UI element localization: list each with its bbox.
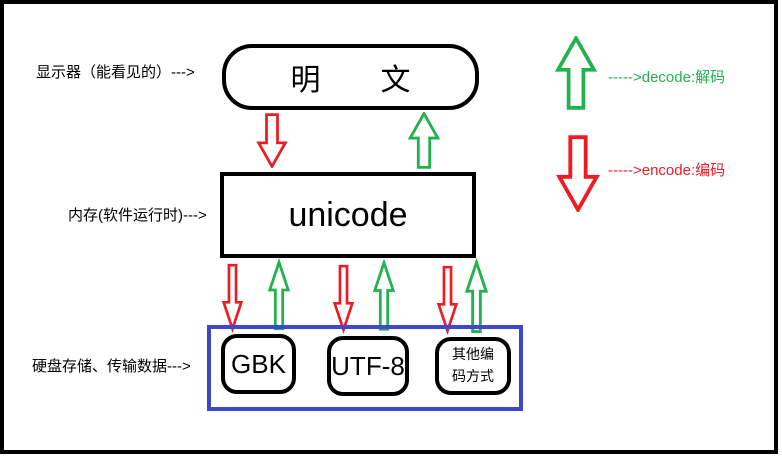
legend-encode-arrow-icon — [556, 135, 600, 212]
storage-group-box — [207, 325, 523, 411]
unicode-label: unicode — [288, 195, 408, 234]
gbk-box: GBK — [221, 334, 296, 394]
legend-decode-label: ----->decode:解码 — [608, 69, 726, 86]
label-display: 显示器（能看见的）---> — [36, 64, 195, 81]
encode-arrow-icon — [436, 265, 459, 336]
utf8-label: UTF-8 — [331, 350, 405, 381]
label-disk: 硬盘存储、传输数据---> — [32, 358, 191, 375]
label-memory: 内存(软件运行时)---> — [68, 207, 207, 224]
plaintext-label: 明 文 — [290, 64, 411, 97]
decode-arrow-icon — [464, 258, 489, 334]
plaintext-box: 明 文 — [222, 44, 479, 110]
encode-arrow-icon — [221, 263, 244, 334]
legend-encode-label: ----->encode:编码 — [608, 162, 726, 179]
encode-arrow-icon — [256, 113, 288, 168]
decode-arrow-icon — [372, 258, 396, 331]
other-encoding-line1: 其他编 — [452, 346, 494, 363]
other-encoding-box: 其他编 码方式 — [435, 337, 511, 395]
unicode-box: unicode — [220, 172, 476, 258]
decode-arrow-icon — [407, 112, 441, 169]
utf8-box: UTF-8 — [327, 336, 409, 396]
gbk-label: GBK — [231, 348, 286, 379]
legend-decode-arrow-icon — [554, 36, 598, 110]
encode-arrow-icon — [332, 264, 355, 335]
other-encoding-line2: 码方式 — [452, 368, 494, 384]
decode-arrow-icon — [267, 258, 291, 331]
